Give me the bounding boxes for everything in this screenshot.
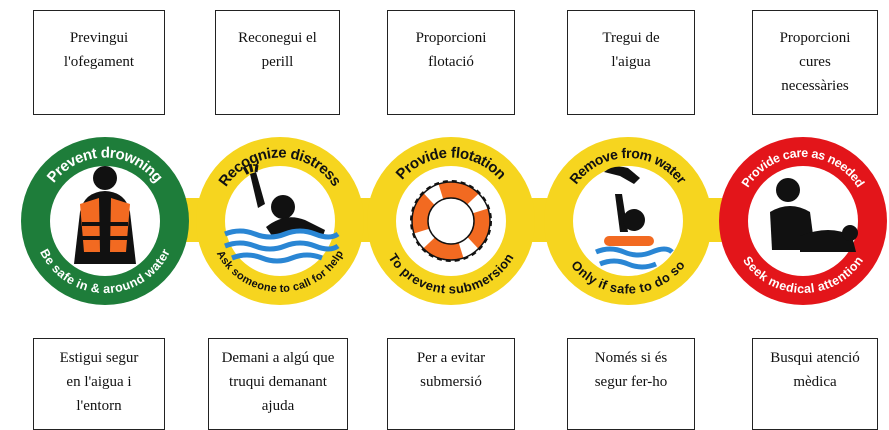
step-1-top-label: Previngui l'ofegament: [63, 30, 135, 70]
step-1-bottom-label: Estigui segur en l'aigua i l'entorn: [59, 350, 139, 414]
ring-provide-flotation: [367, 137, 535, 305]
medical-care-icon: [770, 178, 858, 252]
lifebuoy-icon: [410, 180, 492, 262]
step-3-bottom-label: Per a evitar submersió: [416, 350, 486, 390]
step-2-bottom-box: Demani a algú que truqui demanant ajuda: [208, 338, 348, 430]
step-5-top-box: Proporcioni cures necessàries: [752, 10, 878, 115]
drowning-chain-diagram: Prevent drowning Recognize distress Prov…: [21, 137, 887, 305]
step-4-top-box: Tregui de l'aigua: [567, 10, 695, 115]
step-2-top-label: Reconegui el perill: [238, 30, 317, 70]
drowning-person-icon: [224, 163, 340, 264]
step-3-bottom-box: Per a evitar submersió: [387, 338, 515, 430]
step-3-top-label: Proporcioni flotació: [415, 30, 487, 70]
life-jacket-icon: [74, 166, 136, 264]
step-5-bottom-label: Busqui atenció mèdica: [770, 350, 860, 390]
step-3-top-box: Proporcioni flotació: [387, 10, 515, 115]
step-1-top-box: Previngui l'ofegament: [33, 10, 165, 115]
step-2-bottom-label: Demani a algú que truqui demanant ajuda: [221, 350, 335, 414]
step-4-bottom-label: Només si és segur fer-ho: [594, 350, 668, 390]
step-5-bottom-box: Busqui atenció mèdica: [752, 338, 878, 430]
step-4-bottom-box: Només si és segur fer-ho: [567, 338, 695, 430]
step-1-bottom-box: Estigui segur en l'aigua i l'entorn: [33, 338, 165, 430]
step-2-top-box: Reconegui el perill: [215, 10, 340, 115]
rescue-from-water-icon: [595, 166, 674, 270]
step-5-top-label: Proporcioni cures necessàries: [779, 30, 851, 94]
step-4-top-label: Tregui de l'aigua: [602, 30, 660, 70]
